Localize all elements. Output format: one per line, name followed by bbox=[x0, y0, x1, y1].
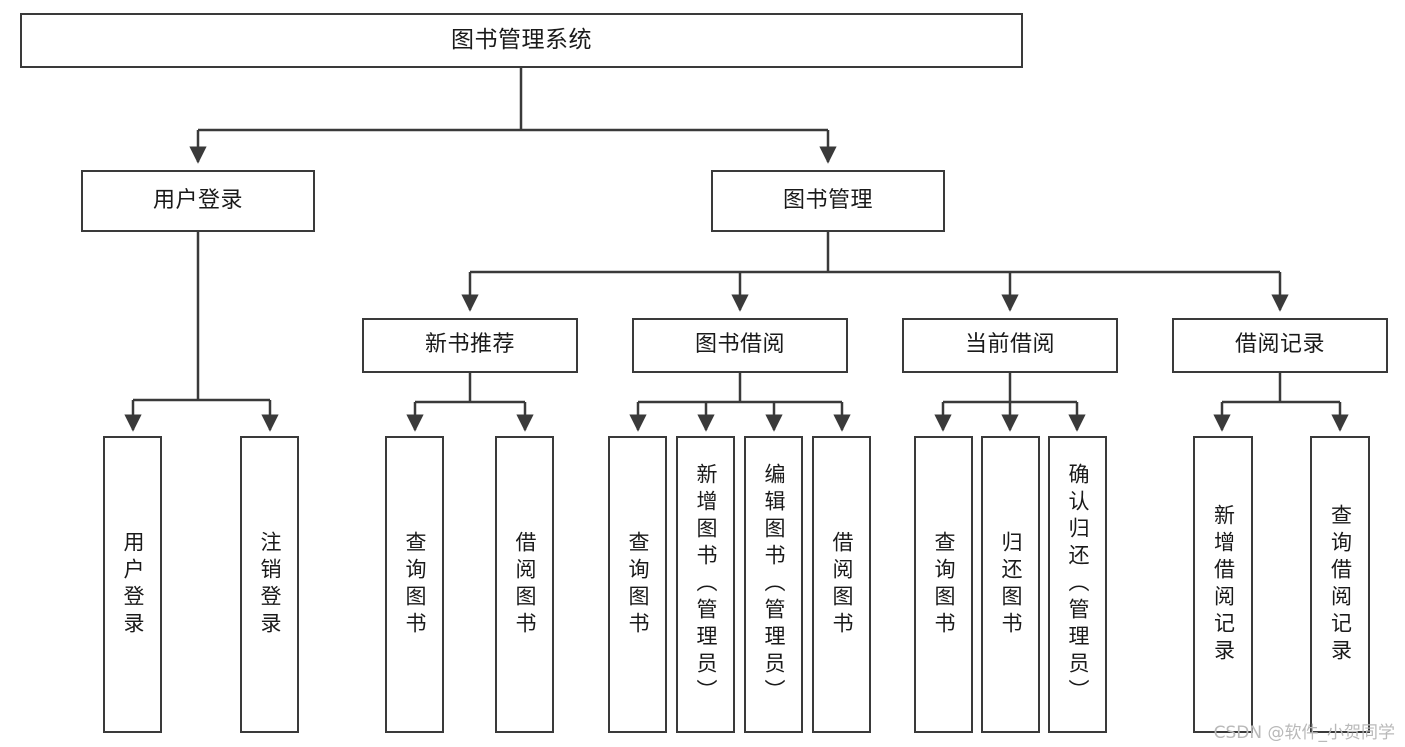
watermark-text: CSDN @软件_小贺同学 bbox=[1213, 723, 1395, 743]
leaf-confirm-return-label: 确认归还（管理员） bbox=[1066, 463, 1090, 706]
node-book-manage[interactable]: 图书管理 bbox=[711, 170, 945, 232]
leaf-borrow-book-1-label: 借阅图书 bbox=[513, 530, 537, 639]
node-current-borrow-label: 当前借阅 bbox=[964, 332, 1055, 358]
leaf-logout-login-label: 注销登录 bbox=[258, 530, 282, 639]
node-user-login[interactable]: 用户登录 bbox=[81, 170, 315, 232]
leaf-query-book-2[interactable]: 查询图书 bbox=[608, 436, 667, 733]
leaf-query-book-3-label: 查询图书 bbox=[932, 530, 956, 639]
leaf-confirm-return[interactable]: 确认归还（管理员） bbox=[1048, 436, 1107, 733]
node-book-manage-label: 图书管理 bbox=[782, 187, 873, 213]
leaf-logout-login[interactable]: 注销登录 bbox=[240, 436, 299, 733]
leaf-add-book-label: 新增图书（管理员） bbox=[694, 463, 718, 706]
node-user-login-label: 用户登录 bbox=[152, 187, 243, 213]
leaf-query-record[interactable]: 查询借阅记录 bbox=[1310, 436, 1370, 733]
node-root-system[interactable]: 图书管理系统 bbox=[20, 13, 1023, 68]
leaf-edit-book[interactable]: 编辑图书（管理员） bbox=[744, 436, 803, 733]
leaf-add-record[interactable]: 新增借阅记录 bbox=[1193, 436, 1253, 733]
leaf-borrow-book-2-label: 借阅图书 bbox=[830, 530, 854, 639]
node-current-borrow[interactable]: 当前借阅 bbox=[902, 318, 1118, 373]
leaf-query-book-3[interactable]: 查询图书 bbox=[914, 436, 973, 733]
leaf-query-book-1-label: 查询图书 bbox=[403, 530, 427, 639]
node-book-borrow[interactable]: 图书借阅 bbox=[632, 318, 848, 373]
leaf-query-record-label: 查询借阅记录 bbox=[1328, 503, 1353, 666]
leaf-user-login-label: 用户登录 bbox=[121, 530, 145, 639]
node-new-book-recommend-label: 新书推荐 bbox=[424, 332, 515, 358]
node-borrow-record[interactable]: 借阅记录 bbox=[1172, 318, 1388, 373]
node-book-borrow-label: 图书借阅 bbox=[694, 332, 785, 358]
leaf-edit-book-label: 编辑图书（管理员） bbox=[762, 463, 786, 706]
node-root-label: 图书管理系统 bbox=[451, 26, 592, 53]
leaf-user-login[interactable]: 用户登录 bbox=[103, 436, 162, 733]
leaf-query-book-1[interactable]: 查询图书 bbox=[385, 436, 444, 733]
leaf-query-book-2-label: 查询图书 bbox=[626, 530, 650, 639]
node-borrow-record-label: 借阅记录 bbox=[1234, 332, 1325, 358]
node-new-book-recommend[interactable]: 新书推荐 bbox=[362, 318, 578, 373]
leaf-borrow-book-1[interactable]: 借阅图书 bbox=[495, 436, 554, 733]
leaf-return-book-label: 归还图书 bbox=[999, 530, 1023, 639]
leaf-borrow-book-2[interactable]: 借阅图书 bbox=[812, 436, 871, 733]
leaf-add-book[interactable]: 新增图书（管理员） bbox=[676, 436, 735, 733]
leaf-add-record-label: 新增借阅记录 bbox=[1211, 503, 1236, 666]
leaf-return-book[interactable]: 归还图书 bbox=[981, 436, 1040, 733]
